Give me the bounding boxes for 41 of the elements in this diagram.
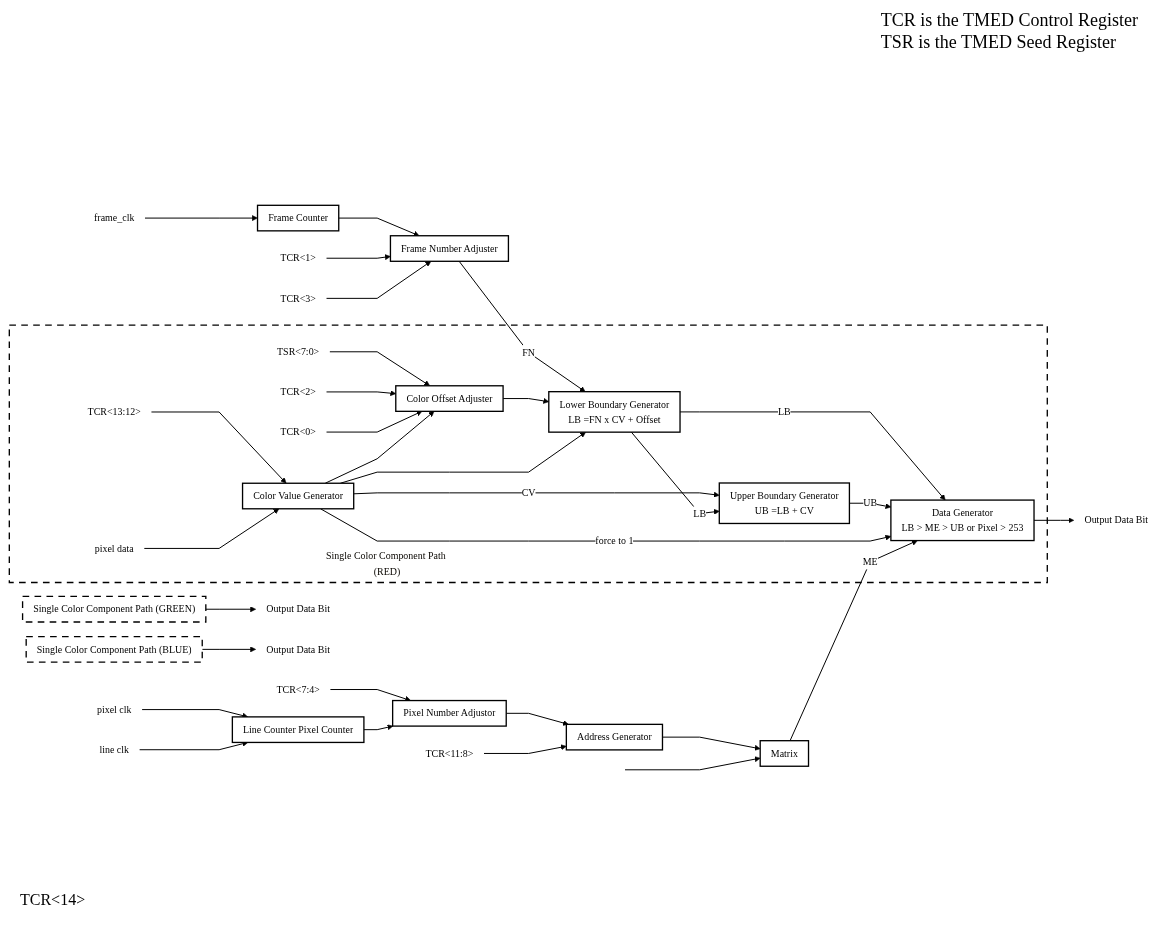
node-box: Lower Boundary Generator LB =FN x CV + Offset — [548, 390, 681, 433]
node-text: frame_clk — [94, 212, 135, 223]
edge-label: CV — [521, 487, 536, 498]
node-box: Address Generator — [565, 723, 664, 751]
node-text: TCR<2> — [280, 386, 316, 397]
node-text: Output Data Bit — [266, 643, 330, 655]
node-text: TCR<1> — [280, 252, 316, 264]
node-box: Pixel Number Adjustor — [392, 699, 507, 727]
node-text: Output Data Bit — [1084, 514, 1149, 526]
node-text: Output Data Bit — [266, 603, 330, 615]
arrow — [150, 411, 287, 484]
node-text: TCR<3> — [280, 292, 316, 304]
node-box: Color Offset Adjuster — [395, 384, 504, 412]
edge-label: force to 1 — [595, 535, 634, 546]
arrow — [483, 744, 567, 754]
edge-label: ME — [862, 556, 878, 567]
node-text: TCR<0> — [280, 426, 316, 437]
node-text: TCR<11:8> — [425, 747, 474, 759]
node-box: Data Generator LB > ME > UB or Pixel > 253 — [890, 499, 1035, 541]
node-box: Frame Counter — [256, 204, 340, 232]
node-box: Single Color Component Path (GREEN) — [21, 595, 207, 623]
note-text: TSR is the TMED Seed Register — [880, 31, 1117, 54]
edge-label: UB — [863, 497, 878, 509]
edge-label: LB — [778, 406, 791, 417]
node-box: Frame Number Adjuster — [389, 234, 510, 262]
node-box: Single Color Component Path (BLUE) — [25, 635, 203, 663]
note-text: TCR is the TMED Control Register — [880, 10, 1138, 32]
node-box: Color Value Generator — [241, 482, 355, 510]
node-text: TCR<13:12> — [87, 406, 141, 417]
node-text: line clk — [99, 744, 130, 755]
edge-label: LB — [693, 507, 707, 519]
arrow — [326, 260, 432, 299]
note-text: TCR<14> — [20, 889, 86, 909]
node-text: pixel clk — [96, 703, 132, 715]
node-box: Upper Boundary Generator UB =LB + CV — [718, 482, 851, 524]
node-text: TSR<7:0> — [277, 346, 320, 357]
node-box: Matrix — [759, 739, 810, 767]
node-text: TCR<7:4> — [276, 683, 320, 695]
node-box: Line Counter Pixel Counter — [231, 716, 365, 743]
node-text: pixel data — [94, 542, 134, 554]
edge-label: FN — [522, 346, 535, 358]
